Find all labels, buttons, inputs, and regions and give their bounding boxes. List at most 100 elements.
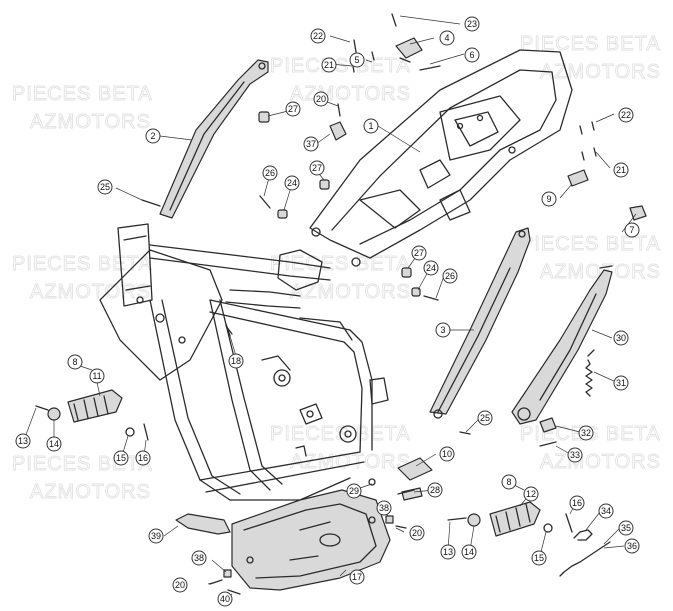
callout-c26b: 26 bbox=[442, 268, 458, 284]
callout-label: 8 bbox=[506, 477, 511, 487]
return-spring bbox=[559, 541, 611, 577]
callout-c27a: 27 bbox=[285, 101, 301, 117]
callout-c39: 39 bbox=[148, 528, 164, 544]
callouts: 1 2 3 4 5 6 7 8 8 9 10 11 12 13 13 14 14… bbox=[15, 16, 640, 607]
watermark-line1: PIECES BETA bbox=[520, 233, 661, 255]
callout-label: 4 bbox=[444, 33, 449, 43]
callout-c2: 2 bbox=[145, 128, 161, 144]
callout-c21a: 21 bbox=[321, 57, 337, 73]
watermark-line1: PIECES BETA bbox=[270, 55, 411, 77]
callout-c37: 37 bbox=[303, 136, 319, 152]
watermark-line2: AZMOTORS bbox=[30, 481, 151, 503]
callout-label: 16 bbox=[572, 498, 582, 508]
callout-label: 28 bbox=[430, 485, 440, 495]
callout-label: 18 bbox=[231, 356, 241, 366]
callout-c20a: 20 bbox=[313, 91, 329, 107]
callout-label: 29 bbox=[349, 486, 359, 496]
callout-label: 32 bbox=[581, 428, 591, 438]
callout-c7: 7 bbox=[624, 222, 640, 238]
right-frame-guard bbox=[429, 227, 531, 419]
callout-label: 37 bbox=[306, 139, 316, 149]
callout-label: 11 bbox=[92, 371, 101, 381]
callout-label: 25 bbox=[480, 413, 490, 423]
callout-c38b: 38 bbox=[191, 550, 207, 566]
callout-c6: 6 bbox=[464, 47, 480, 63]
callout-c20c: 20 bbox=[172, 577, 188, 593]
right-footrest bbox=[447, 501, 573, 537]
callout-c34: 34 bbox=[598, 503, 614, 519]
callout-c23: 23 bbox=[464, 16, 480, 32]
callout-label: 21 bbox=[324, 60, 334, 70]
callout-label: 13 bbox=[18, 436, 28, 446]
main-frame bbox=[99, 223, 389, 501]
watermark-line1: PIECES BETA bbox=[12, 453, 153, 475]
callout-c25b: 25 bbox=[477, 410, 493, 426]
callout-label: 24 bbox=[426, 263, 436, 273]
callout-label: 9 bbox=[546, 194, 551, 204]
callout-c13b: 13 bbox=[440, 544, 456, 560]
callout-label: 3 bbox=[440, 325, 445, 335]
side-stand bbox=[511, 265, 613, 425]
callout-label: 22 bbox=[313, 31, 323, 41]
callout-c9: 9 bbox=[541, 191, 557, 207]
callout-c24b: 24 bbox=[423, 260, 439, 276]
callout-c13a: 13 bbox=[15, 433, 31, 449]
watermark-line1: PIECES BETA bbox=[270, 253, 411, 275]
callout-c14b: 14 bbox=[461, 544, 477, 560]
callout-c21b: 21 bbox=[613, 162, 629, 178]
callout-label: 38 bbox=[194, 553, 204, 563]
callout-c12: 12 bbox=[523, 486, 539, 502]
callout-label: 24 bbox=[287, 178, 297, 188]
skid-plate bbox=[231, 489, 391, 591]
callout-c20b: 20 bbox=[409, 525, 425, 541]
callout-label: 26 bbox=[445, 271, 455, 281]
callout-c14a: 14 bbox=[46, 436, 62, 452]
callout-label: 36 bbox=[627, 541, 637, 551]
callout-label: 2 bbox=[150, 131, 155, 141]
rear-subframe bbox=[309, 49, 573, 267]
watermark-line2: AZMOTORS bbox=[540, 451, 661, 473]
callout-label: 16 bbox=[138, 453, 148, 463]
callout-label: 6 bbox=[469, 50, 474, 60]
left-frame-guard bbox=[159, 59, 269, 219]
callout-label: 30 bbox=[616, 333, 626, 343]
callout-c25a: 25 bbox=[97, 179, 113, 195]
hardware bbox=[141, 13, 647, 595]
callout-label: 8 bbox=[72, 357, 77, 367]
callout-c16a: 16 bbox=[135, 450, 151, 466]
callout-c5: 5 bbox=[349, 52, 365, 68]
callout-label: 7 bbox=[629, 225, 634, 235]
watermark-line1: PIECES BETA bbox=[520, 33, 661, 55]
callout-c16b: 16 bbox=[569, 495, 585, 511]
callout-c8a: 8 bbox=[67, 354, 83, 370]
callout-label: 17 bbox=[352, 572, 362, 582]
callout-label: 40 bbox=[220, 594, 230, 604]
callout-label: 10 bbox=[442, 449, 452, 459]
callout-label: 27 bbox=[414, 248, 424, 258]
callout-c32: 32 bbox=[578, 425, 594, 441]
callout-c15a: 15 bbox=[113, 450, 129, 466]
callout-c22b: 22 bbox=[618, 107, 634, 123]
watermark-line2: AZMOTORS bbox=[290, 451, 411, 473]
callout-label: 39 bbox=[151, 531, 161, 541]
callout-label: 35 bbox=[621, 523, 631, 533]
callout-label: 25 bbox=[100, 182, 110, 192]
callout-c27b: 27 bbox=[309, 160, 325, 176]
callout-label: 13 bbox=[443, 547, 453, 557]
callout-label: 14 bbox=[49, 439, 59, 449]
callout-c15b: 15 bbox=[531, 550, 547, 566]
callout-c27c: 27 bbox=[411, 245, 427, 261]
callout-c40: 40 bbox=[217, 591, 233, 607]
callout-c3: 3 bbox=[435, 322, 451, 338]
callout-c36: 36 bbox=[624, 538, 640, 554]
callout-c33: 33 bbox=[567, 447, 583, 463]
watermark-line2: AZMOTORS bbox=[540, 61, 661, 83]
skid-plate-bracket bbox=[175, 513, 231, 535]
callout-label: 27 bbox=[288, 104, 298, 114]
watermark-line1: PIECES BETA bbox=[12, 83, 153, 105]
callout-label: 26 bbox=[265, 168, 275, 178]
callout-c17: 17 bbox=[349, 569, 365, 585]
small-spring bbox=[573, 529, 593, 541]
callout-label: 12 bbox=[526, 489, 536, 499]
